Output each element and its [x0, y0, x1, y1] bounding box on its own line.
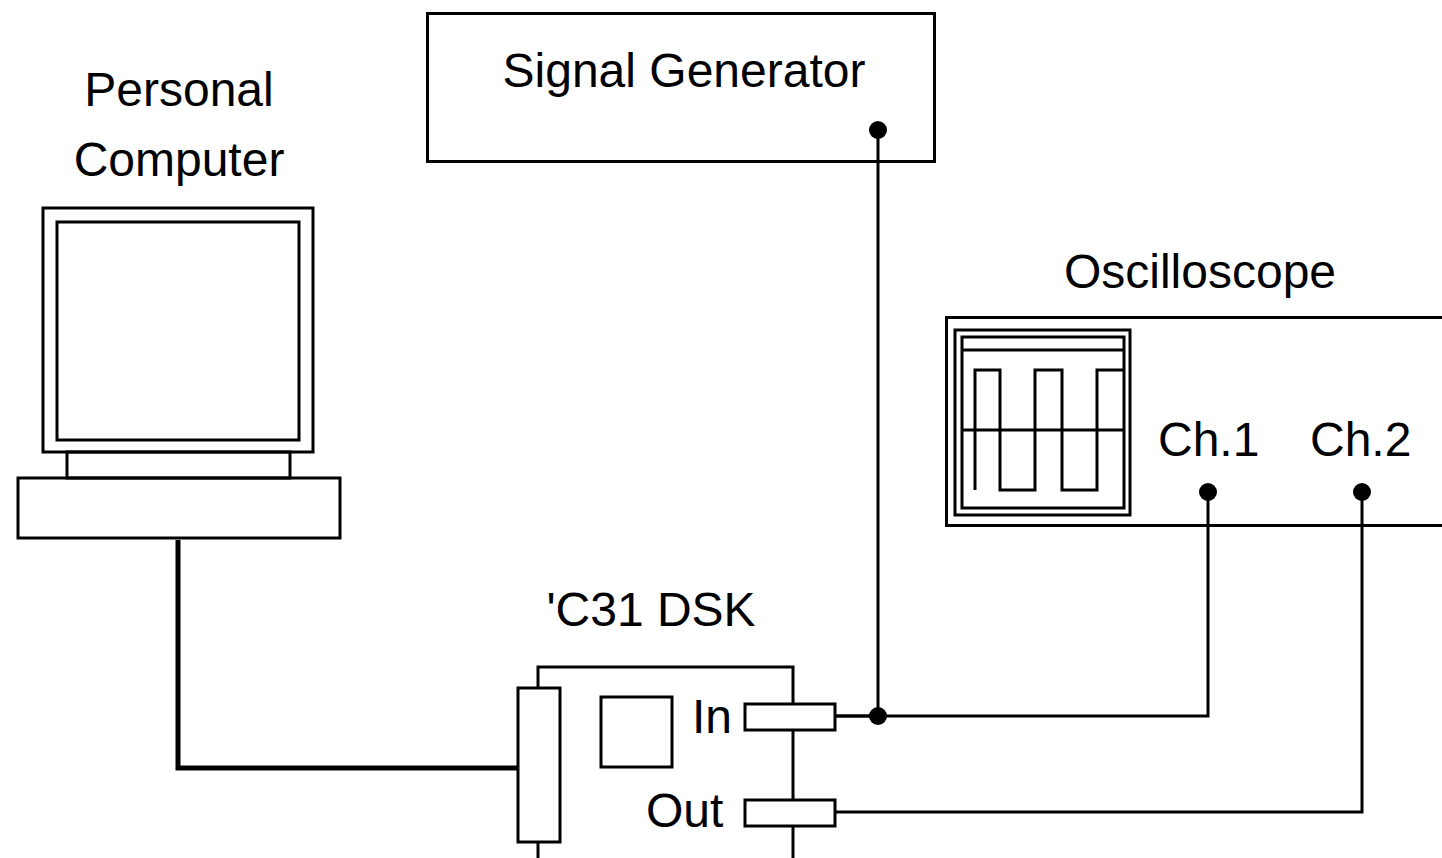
jack-label: In [692, 689, 732, 745]
equipment-label: Personal Computer [18, 55, 340, 195]
dsk-board [792, 730, 795, 800]
signal-cable [835, 130, 878, 716]
channel-label: Ch.2 [1310, 412, 1411, 468]
scope-graticule [962, 349, 1124, 352]
jack-label: Out [646, 783, 723, 839]
parallel-port [518, 688, 560, 842]
computer-base [18, 478, 340, 538]
equipment-block: Personal Computer [18, 55, 340, 540]
equipment-label: 'C31 DSK [501, 575, 801, 645]
signal-cable [835, 492, 1362, 812]
equipment-block: Signal Generator [426, 12, 936, 163]
monitor-neck [67, 452, 290, 478]
scope-screen-frame [955, 330, 1130, 515]
input-jack [745, 704, 835, 730]
dsk-board [537, 842, 540, 858]
dsp-chip [601, 697, 672, 767]
output-jack [745, 800, 835, 826]
dsk-board [792, 826, 795, 858]
signal-cable [178, 540, 518, 768]
equipment-label: Signal Generator [429, 36, 939, 106]
square-wave [975, 370, 1124, 490]
equipment-label: Oscilloscope [940, 237, 1442, 307]
scope-graticule [962, 429, 1124, 432]
monitor-screen [57, 222, 299, 440]
scope-screen [962, 337, 1124, 508]
monitor-frame [43, 208, 313, 452]
channel-label: Ch.1 [1158, 412, 1259, 468]
